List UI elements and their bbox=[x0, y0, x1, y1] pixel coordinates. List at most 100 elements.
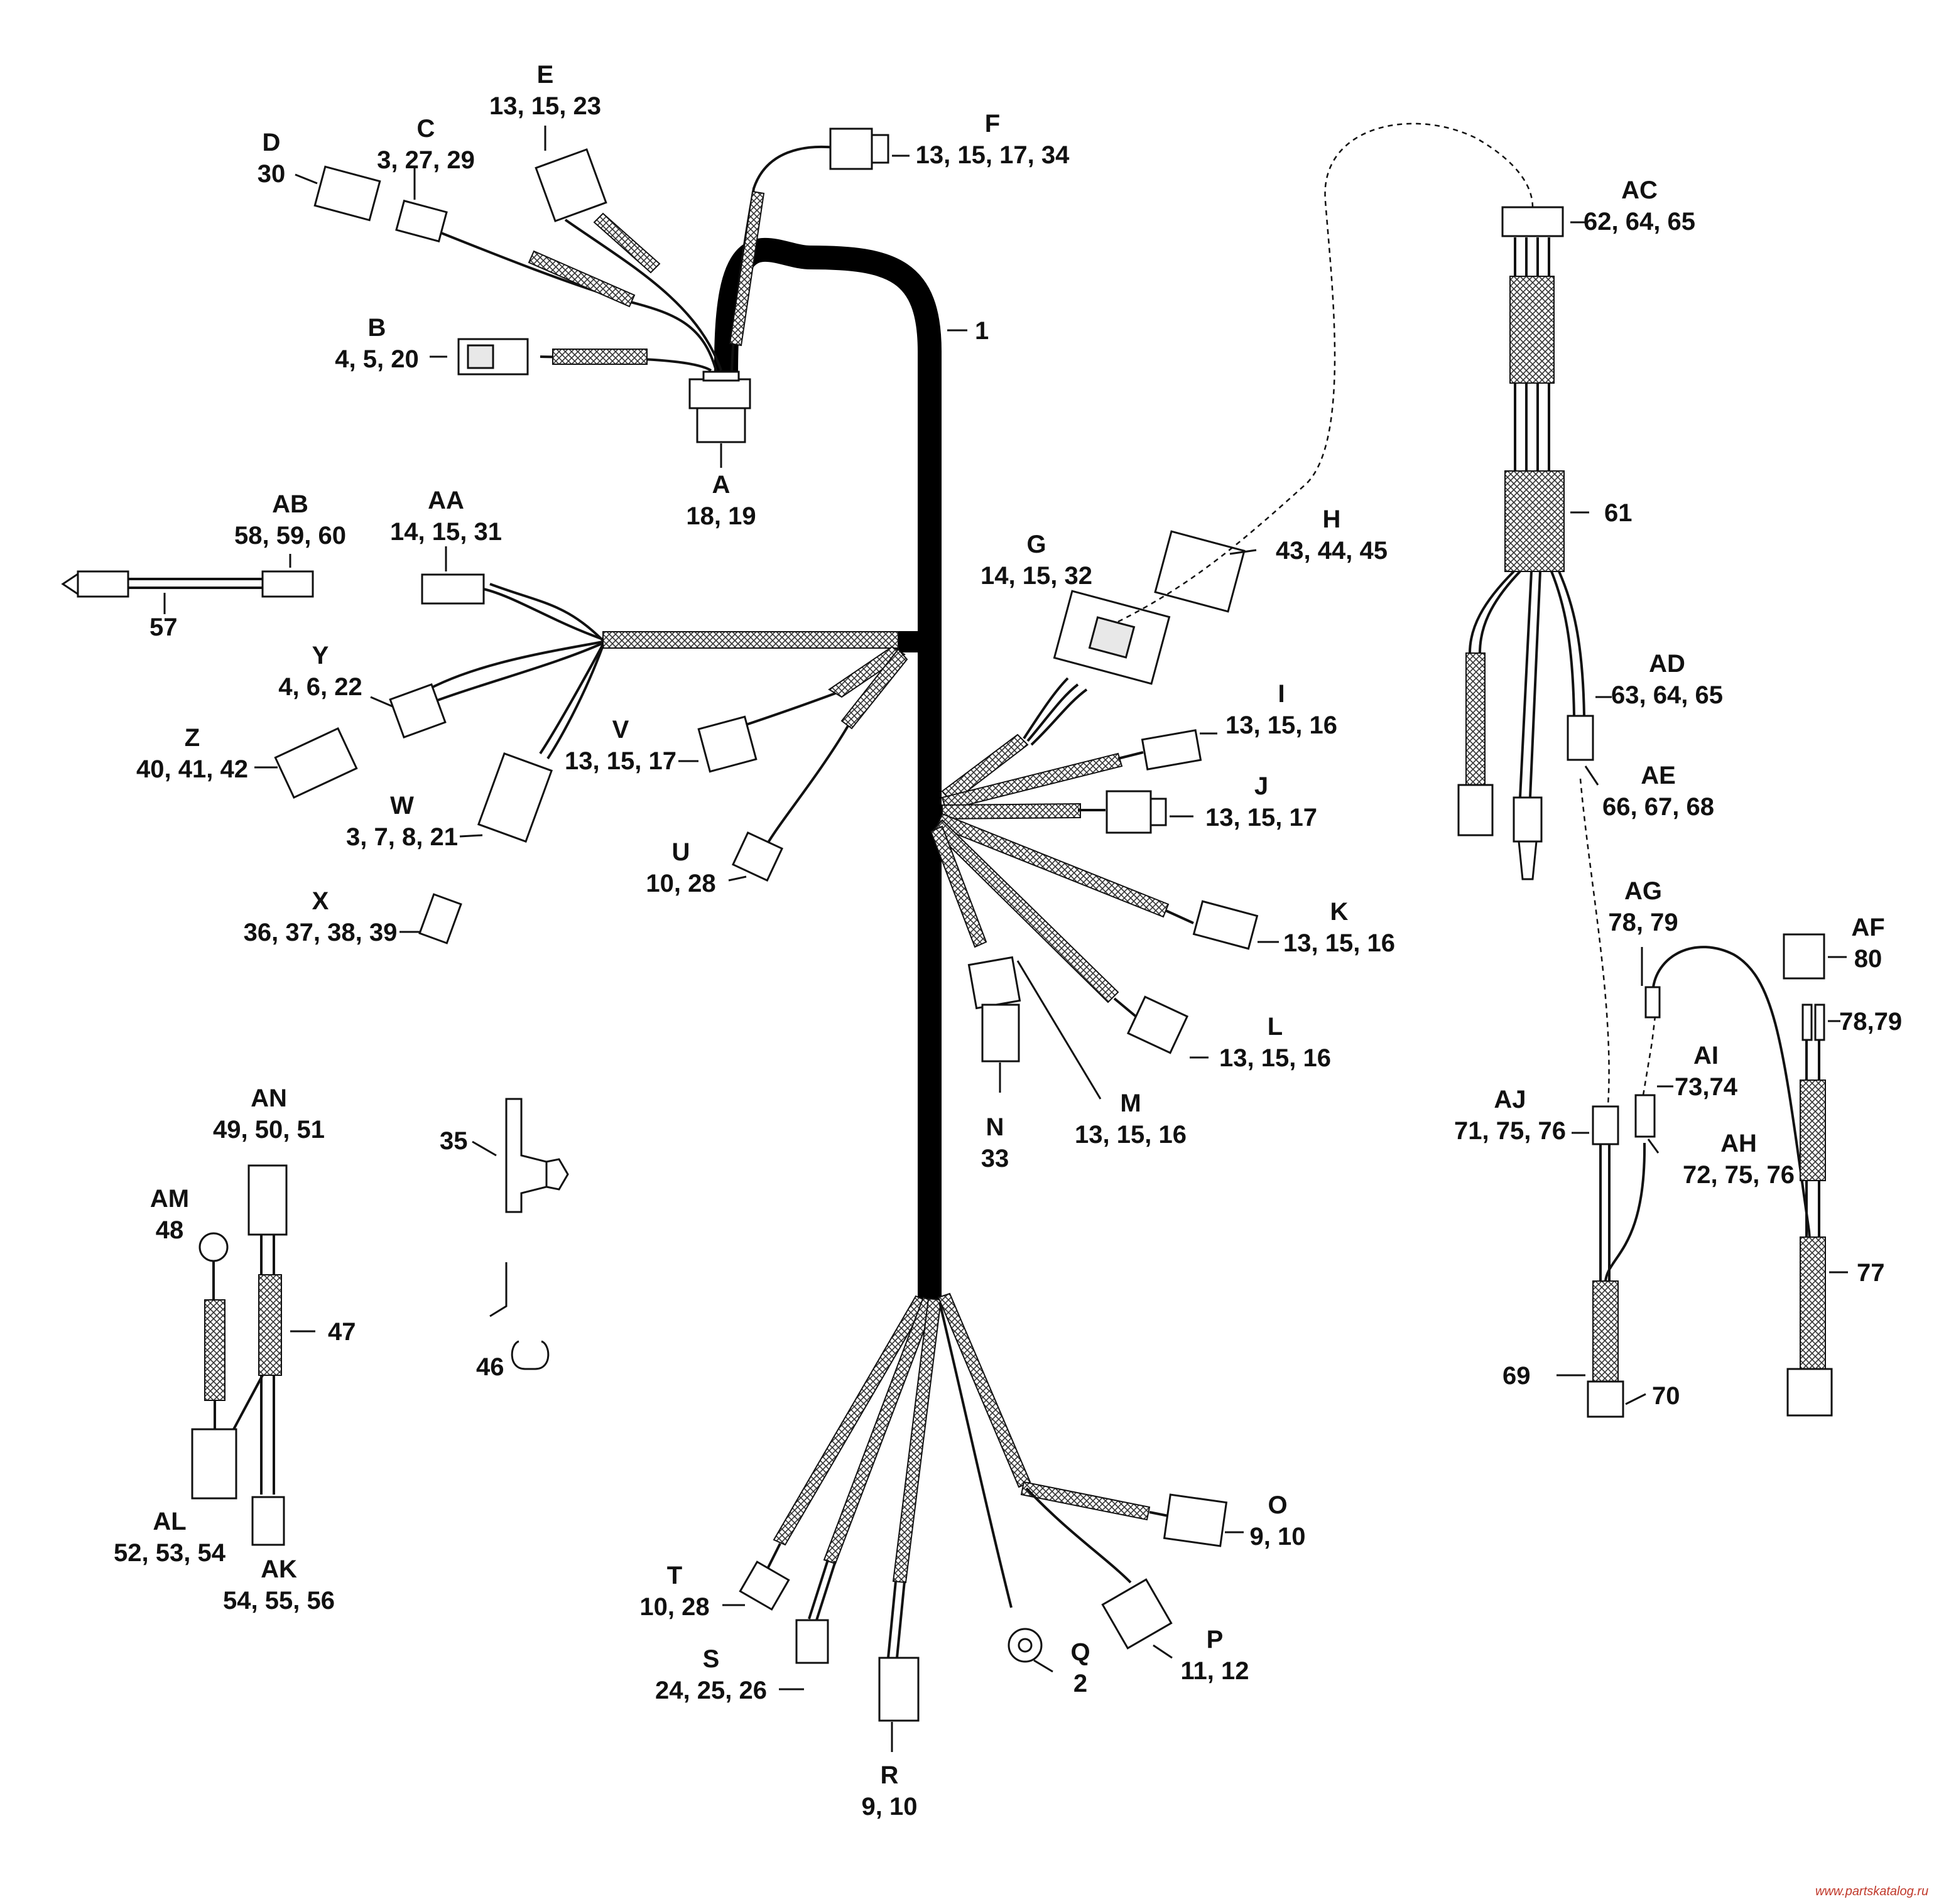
callout-letter-ag: AG bbox=[1624, 877, 1662, 905]
callout-parts-ak: 54, 55, 56 bbox=[223, 1587, 335, 1615]
label-70: 70 bbox=[1652, 1382, 1680, 1410]
callout-letter-z: Z bbox=[185, 724, 200, 752]
connector-d[interactable] bbox=[295, 165, 381, 222]
label-46: 46 bbox=[476, 1353, 504, 1381]
label-47: 47 bbox=[328, 1318, 356, 1346]
connector-b[interactable] bbox=[430, 338, 529, 376]
callout-parts-s: 24, 25, 26 bbox=[655, 1677, 767, 1704]
connector-g[interactable] bbox=[1053, 590, 1171, 685]
connector-ad[interactable] bbox=[1567, 696, 1612, 761]
connector-q[interactable] bbox=[1008, 1628, 1053, 1673]
connector-x[interactable] bbox=[399, 893, 462, 944]
callout-letter-r: R bbox=[881, 1761, 899, 1789]
connector-t[interactable] bbox=[722, 1561, 790, 1611]
connector-j[interactable] bbox=[1106, 790, 1193, 834]
connector-r[interactable] bbox=[878, 1657, 920, 1752]
callout-parts-j: 13, 15, 17 bbox=[1205, 804, 1317, 831]
label-57: 57 bbox=[149, 614, 178, 641]
callout-parts-z: 40, 41, 42 bbox=[136, 755, 248, 783]
callout-parts-ah: 72, 75, 76 bbox=[1683, 1161, 1795, 1189]
harness-69 bbox=[1557, 1105, 1646, 1418]
connector-h[interactable] bbox=[1117, 122, 1534, 623]
connector-a[interactable] bbox=[688, 371, 751, 468]
connector-af[interactable] bbox=[1783, 933, 1847, 980]
connector-i[interactable] bbox=[1141, 729, 1217, 771]
callout-parts-t: 10, 28 bbox=[639, 1593, 709, 1621]
clip-35[interactable] bbox=[472, 1098, 569, 1317]
callout-parts-ab: 58, 59, 60 bbox=[234, 522, 346, 549]
callout-letter-x: X bbox=[312, 887, 329, 915]
connector-u[interactable] bbox=[728, 831, 784, 882]
callout-parts-af: 80 bbox=[1854, 945, 1883, 973]
callout-letter-o: O bbox=[1268, 1491, 1287, 1519]
callout-parts-m: 13, 15, 16 bbox=[1075, 1121, 1187, 1149]
callout-letter-aa: AA bbox=[428, 487, 464, 514]
clamp-46[interactable] bbox=[511, 1340, 550, 1370]
callout-parts-al: 52, 53, 54 bbox=[114, 1539, 226, 1567]
connector-f[interactable] bbox=[829, 127, 910, 170]
callout-letter-k: K bbox=[1330, 898, 1349, 926]
connector-y[interactable] bbox=[370, 683, 447, 738]
connector-ah[interactable] bbox=[1634, 1010, 1673, 1154]
connector-aa[interactable] bbox=[421, 546, 485, 605]
callout-letter-ad: AD bbox=[1649, 650, 1685, 678]
callout-parts-i: 13, 15, 16 bbox=[1225, 711, 1337, 739]
callout-parts-a: 18, 19 bbox=[686, 502, 756, 530]
callout-letter-p: P bbox=[1207, 1626, 1224, 1653]
callout-parts-r: 9, 10 bbox=[862, 1793, 918, 1820]
callout-parts-n: 33 bbox=[981, 1145, 1009, 1172]
callout-parts-h: 43, 44, 45 bbox=[1276, 537, 1388, 565]
connector-s[interactable] bbox=[779, 1619, 829, 1690]
callout-letter-u: U bbox=[672, 838, 690, 866]
label-35: 35 bbox=[440, 1127, 468, 1155]
callout-letter-ab: AB bbox=[272, 490, 308, 518]
callout-letter-ae: AE bbox=[1641, 762, 1676, 789]
label-61: 61 bbox=[1604, 499, 1633, 527]
connector-ab[interactable] bbox=[61, 554, 314, 614]
callout-letter-j: J bbox=[1254, 772, 1268, 800]
callout-parts-v: 13, 15, 17 bbox=[565, 747, 676, 775]
callout-parts-u: 10, 28 bbox=[646, 870, 715, 897]
connector-k[interactable] bbox=[1192, 900, 1279, 950]
callout-letter-ak: AK bbox=[261, 1555, 297, 1583]
label-69: 69 bbox=[1502, 1362, 1531, 1390]
connector-p[interactable] bbox=[1101, 1578, 1173, 1659]
label-77: 77 bbox=[1857, 1259, 1885, 1287]
callout-parts-aa: 14, 15, 31 bbox=[390, 518, 502, 546]
connector-v[interactable] bbox=[678, 715, 758, 773]
callout-parts-f: 13, 15, 17, 34 bbox=[916, 141, 1070, 169]
connector-z[interactable] bbox=[254, 727, 358, 799]
callout-parts-k: 13, 15, 16 bbox=[1283, 929, 1395, 957]
callout-letter-i: I bbox=[1278, 680, 1285, 708]
callout-parts-ag: 78, 79 bbox=[1608, 909, 1678, 936]
callout-parts-e: 13, 15, 23 bbox=[489, 92, 601, 120]
callout-parts-ac: 62, 64, 65 bbox=[1584, 208, 1695, 235]
callout-parts-c: 3, 27, 29 bbox=[377, 146, 475, 174]
bottom-branch-wires bbox=[763, 1292, 1169, 1658]
connector-e[interactable] bbox=[535, 126, 607, 222]
callout-parts-x: 36, 37, 38, 39 bbox=[244, 919, 398, 946]
callout-parts-p: 11, 12 bbox=[1180, 1657, 1249, 1685]
connector-w[interactable] bbox=[459, 752, 553, 843]
connector-l[interactable] bbox=[1126, 995, 1209, 1059]
callout-letter-ai: AI bbox=[1693, 1042, 1719, 1069]
callout-letter-w: W bbox=[390, 792, 414, 819]
harness-47 bbox=[191, 1164, 315, 1546]
callout-parts-g: 14, 15, 32 bbox=[981, 562, 1092, 590]
label-78-79: 78,79 bbox=[1839, 1008, 1902, 1036]
harness-77 bbox=[1786, 1003, 1848, 1417]
connector-o[interactable] bbox=[1163, 1493, 1244, 1547]
callout-parts-ai: 73,74 bbox=[1675, 1073, 1738, 1101]
callout-parts-l: 13, 15, 16 bbox=[1219, 1044, 1331, 1072]
connector-ag[interactable] bbox=[1641, 946, 1823, 1382]
callout-parts-d: 30 bbox=[258, 160, 286, 188]
callout-letter-d: D bbox=[263, 129, 281, 156]
watermark: www.partskatalog.ru bbox=[1815, 1885, 1928, 1898]
label-1: 1 bbox=[975, 317, 989, 345]
connector-n[interactable] bbox=[967, 956, 1021, 1093]
connector-c[interactable] bbox=[395, 168, 448, 243]
callout-parts-am: 48 bbox=[156, 1216, 184, 1244]
connector-ae[interactable] bbox=[1579, 765, 1610, 1106]
callout-letter-a: A bbox=[712, 471, 731, 499]
